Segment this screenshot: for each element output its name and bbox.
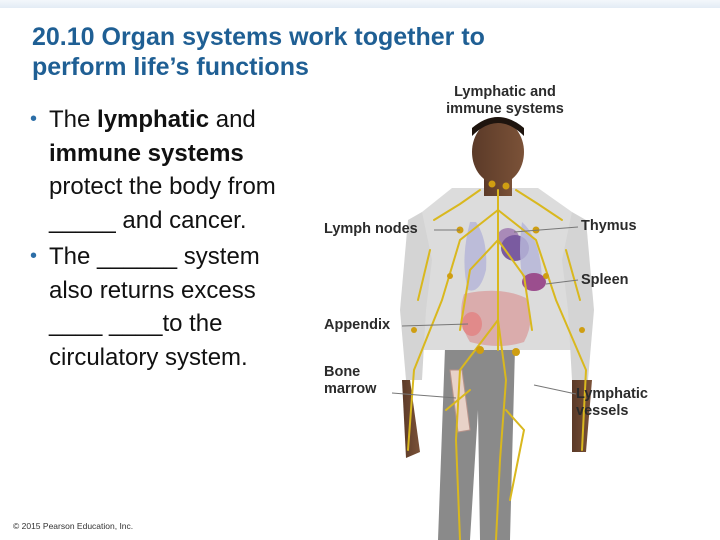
title-line-2: perform life’s functions: [32, 53, 309, 81]
title-line-1: 20.10 Organ systems work together to: [32, 23, 485, 51]
label-lymphatic-vessels-line-2: vessels: [576, 403, 629, 419]
bullet-1-bold-lymphatic: lymphatic: [97, 106, 210, 133]
lymphatic-vessel-network: [407, 189, 588, 540]
human-body-illustration: [391, 117, 594, 540]
bullet-dot-icon: •: [30, 244, 38, 267]
femur-shape: [449, 369, 471, 433]
top-decorative-bar: [0, 0, 720, 8]
label-lymphatic-vessels-line-1: Lymphatic: [576, 386, 648, 402]
label-bone-marrow-line-2: marrow: [324, 381, 377, 397]
label-lymphatic-vessels: Lymphatic vessels: [576, 386, 648, 420]
spleen-shape: [522, 273, 546, 291]
label-lymph-nodes: Lymph nodes: [324, 221, 418, 237]
figure-title-line-1: Lymphatic and: [454, 84, 556, 100]
lymphatic-system-figure: Lymphatic and immune systems Lymph nodes…: [310, 80, 720, 540]
bullet-1-rest: protect the body from _____ and cancer.: [49, 173, 276, 235]
figure-title: Lymphatic and immune systems: [410, 84, 600, 118]
bullet-item-2: • The ______ system also returns excess …: [30, 240, 310, 375]
lymph-node-dots: [411, 180, 585, 356]
label-thymus: Thymus: [581, 218, 637, 234]
label-spleen: Spleen: [581, 272, 629, 288]
bullet-dot-icon: •: [30, 108, 38, 130]
appendix-shape: [462, 312, 482, 336]
bullet-1-bold-immune: immune systems: [49, 139, 244, 167]
bullet-1-prefix: The: [49, 106, 98, 133]
bullet-item-1: • The lymphatic and immune systems prote…: [30, 103, 310, 238]
bullet-2-text: The ______ system also returns excess __…: [49, 242, 260, 371]
copyright-footer: © 2015 Pearson Education, Inc.: [13, 521, 134, 531]
label-leader-lines: [391, 226, 579, 399]
figure-title-line-2: immune systems: [446, 101, 564, 117]
slide-title: 20.10 Organ systems work together to per…: [32, 22, 632, 82]
label-appendix: Appendix: [324, 317, 391, 333]
label-bone-marrow: Bone marrow: [324, 364, 376, 398]
bullet-1-mid: and: [209, 106, 256, 133]
label-bone-marrow-line-1: Bone: [324, 364, 361, 380]
bullet-list: • The lymphatic and immune systems prote…: [30, 103, 310, 375]
legs-shape: [438, 348, 515, 540]
